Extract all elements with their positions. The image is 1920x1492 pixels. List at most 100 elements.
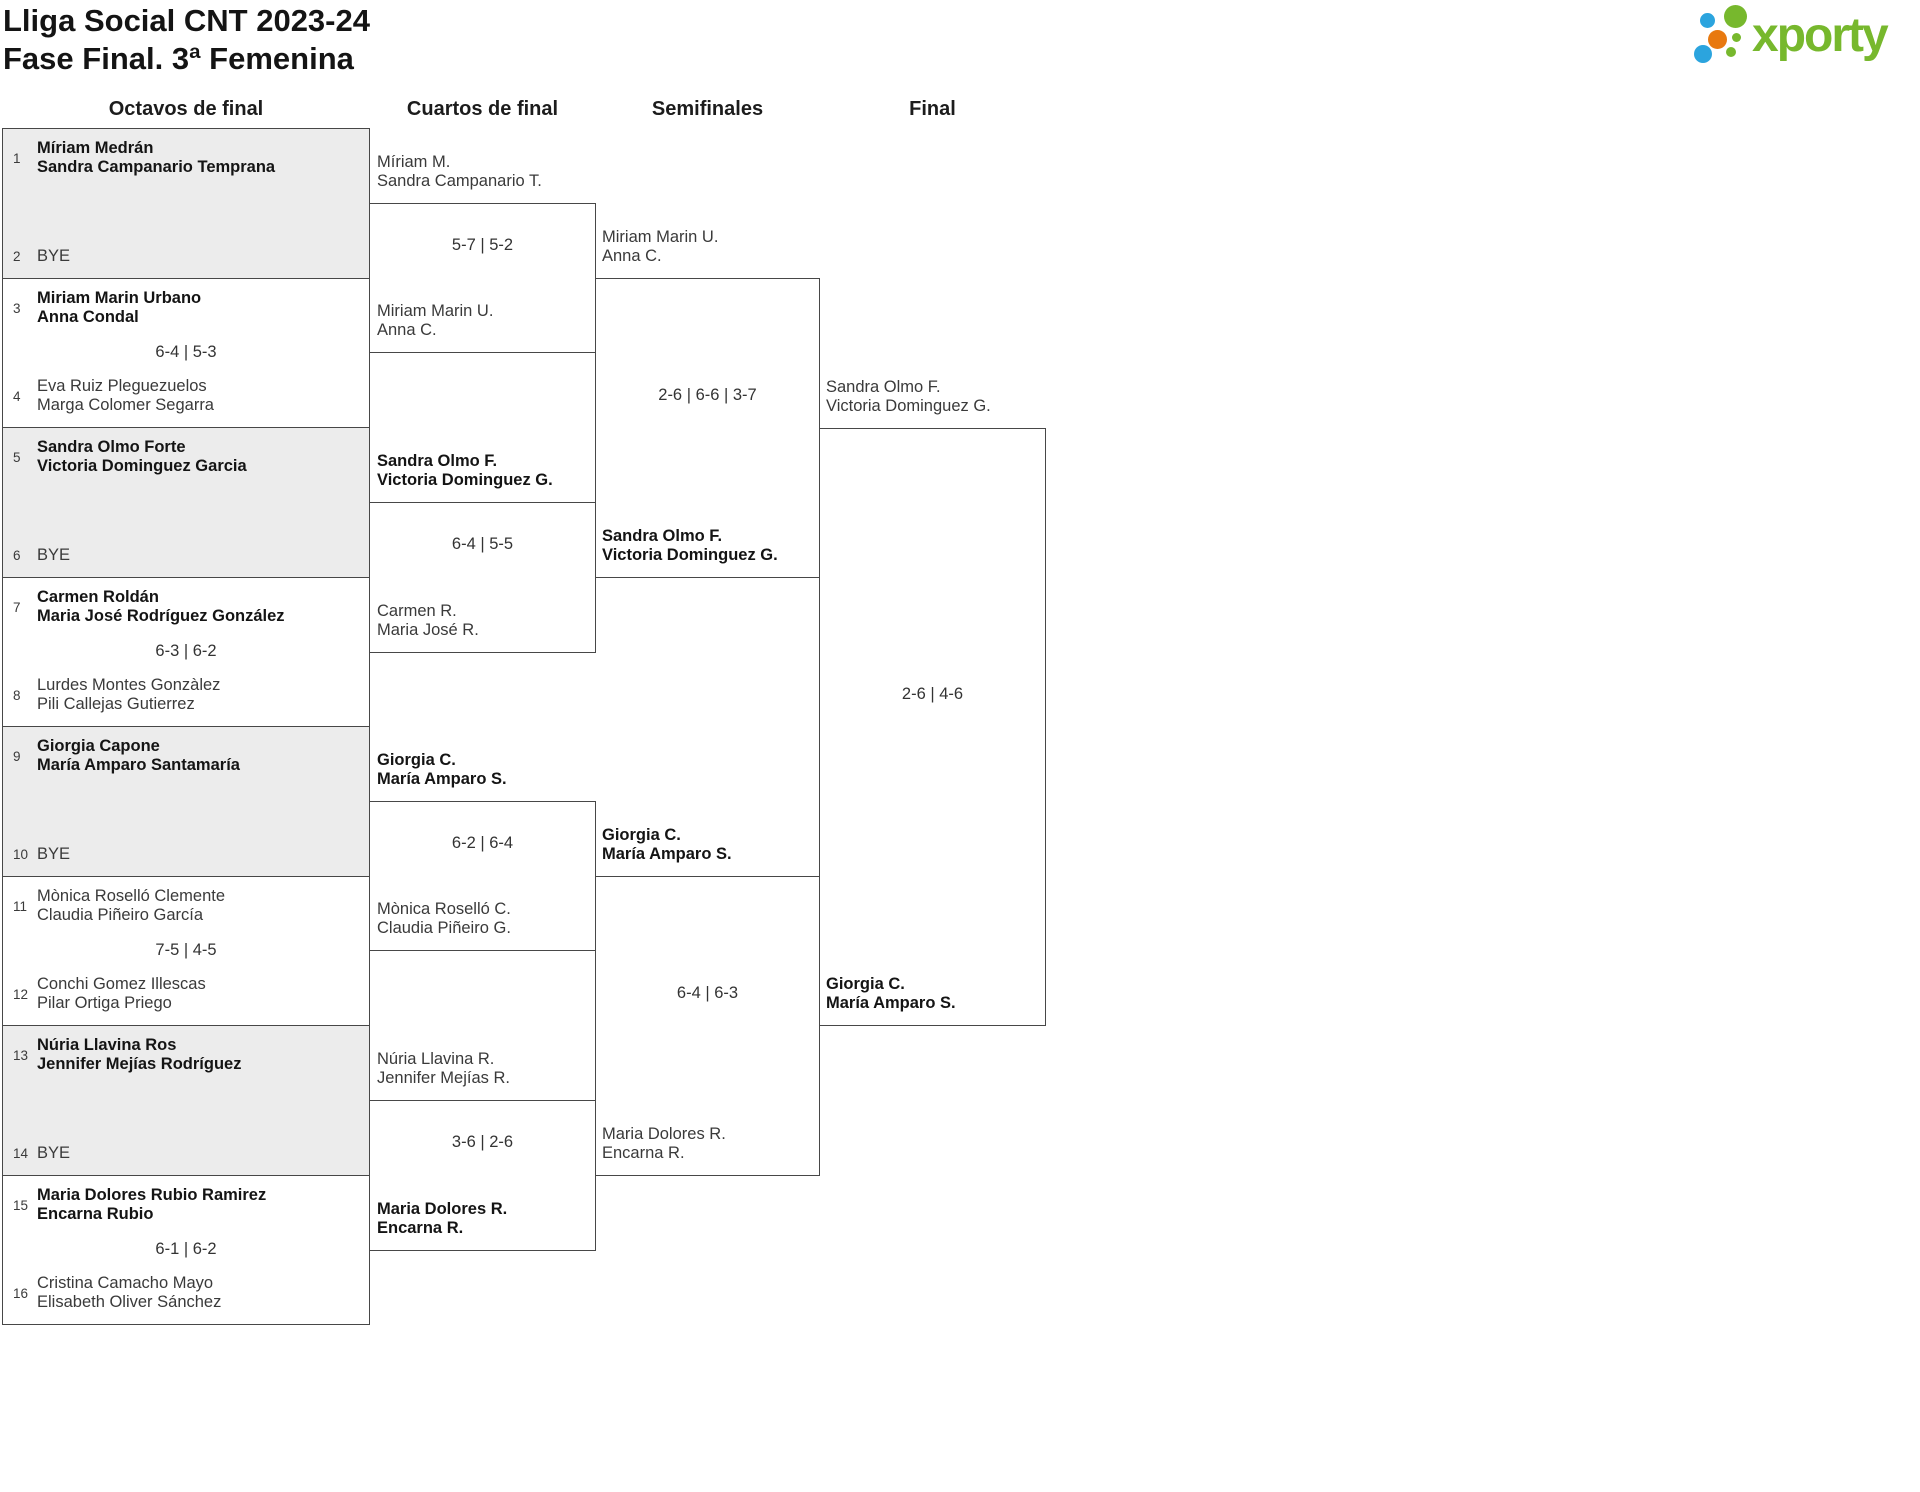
player-names: Cristina Camacho Mayo Elisabeth Oliver S… xyxy=(37,1274,221,1312)
player-name: Sandra Campanario T. xyxy=(377,172,542,190)
player-name: Giorgia C. xyxy=(602,826,681,844)
player-name: Anna C. xyxy=(377,321,437,339)
match-box-final xyxy=(819,428,1046,1026)
logo-dot-orange-icon xyxy=(1708,30,1727,49)
player-names: Giorgia Capone María Amparo Santamaría xyxy=(37,737,240,775)
seed-number: 16 xyxy=(13,1285,29,1301)
player-name: Victoria Dominguez G. xyxy=(826,397,991,415)
player-names: Núria Llavina Ros Jennifer Mejías Rodríg… xyxy=(37,1036,241,1074)
participant-pair: 15 Maria Dolores Rubio Ramirez Encarna R… xyxy=(9,1186,266,1224)
advancing-pair-label: Núria Llavina R. Jennifer Mejías R. xyxy=(377,1050,510,1088)
participant-pair: 1 Míriam Medrán Sandra Campanario Tempra… xyxy=(9,139,275,177)
advancing-pair-label: Maria Dolores R. Encarna R. xyxy=(377,1200,507,1238)
round-header-final: Final xyxy=(909,98,956,120)
logo-dot-green-tiny-icon xyxy=(1732,33,1741,42)
player-name: Carmen Roldán xyxy=(37,588,159,606)
participant-pair: 7 Carmen Roldán Maria José Rodríguez Gon… xyxy=(9,588,285,626)
bye-label: BYE xyxy=(37,247,71,265)
player-name: Victoria Dominguez G. xyxy=(602,546,778,564)
match-score: 2-6 | 4-6 xyxy=(901,685,964,703)
player-name: Sandra Campanario Temprana xyxy=(37,158,276,176)
player-name: Giorgia C. xyxy=(377,751,456,769)
player-name: María Amparo Santamaría xyxy=(37,756,240,774)
player-name: Miriam Marin U. xyxy=(602,228,719,246)
player-name: Anna C. xyxy=(602,247,662,265)
match-score: 5-7 | 5-2 xyxy=(451,236,514,254)
player-name: Eva Ruiz Pleguezuelos xyxy=(37,377,207,395)
player-names: BYE xyxy=(37,1144,70,1163)
player-name: Lurdes Montes Gonzàlez xyxy=(37,676,221,694)
match-score: 6-4 | 5-3 xyxy=(155,343,217,361)
logo-wordmark: xporty xyxy=(1752,9,1889,62)
advancing-pair-label: Míriam M. Sandra Campanario T. xyxy=(377,153,542,191)
player-name: Encarna R. xyxy=(377,1219,464,1237)
seed-number: 2 xyxy=(13,249,21,264)
match-score: 6-2 | 6-4 xyxy=(451,834,514,852)
player-name: Maria Dolores Rubio Ramirez xyxy=(37,1186,267,1204)
match-box-r16-5: 9 Giorgia Capone María Amparo Santamaría… xyxy=(2,726,370,877)
round-header-octavos: Octavos de final xyxy=(108,98,264,120)
player-name: Miriam Marin Urbano xyxy=(37,289,202,307)
seed-number: 7 xyxy=(13,599,21,615)
player-names: Miriam Marin Urbano Anna Condal xyxy=(37,289,201,327)
seed-number: 12 xyxy=(13,986,29,1002)
player-name: Pilar Ortiga Priego xyxy=(37,994,172,1012)
match-score: 6-3 | 6-2 xyxy=(155,642,217,660)
player-names: BYE xyxy=(37,247,70,266)
seed-number: 8 xyxy=(13,687,21,703)
tournament-title: Lliga Social CNT 2023-24 Fase Final. 3ª … xyxy=(3,2,370,78)
advancing-pair-label: Giorgia C. María Amparo S. xyxy=(602,826,732,864)
seed-number: 11 xyxy=(13,898,28,914)
player-name: Miriam Marin U. xyxy=(377,302,494,320)
participant-pair: 16 Cristina Camacho Mayo Elisabeth Olive… xyxy=(9,1274,221,1312)
player-names: BYE xyxy=(37,845,70,864)
player-name: Conchi Gomez Illescas xyxy=(37,975,206,993)
player-names: Mònica Roselló Clemente Claudia Piñeiro … xyxy=(37,887,225,925)
player-names: BYE xyxy=(37,546,70,565)
player-names: Eva Ruiz Pleguezuelos Marga Colomer Sega… xyxy=(37,377,214,415)
seed-number: 6 xyxy=(13,548,21,563)
seed-number: 14 xyxy=(13,1146,29,1161)
player-name: Mònica Roselló Clemente xyxy=(37,887,226,905)
participant-pair: 4 Eva Ruiz Pleguezuelos Marga Colomer Se… xyxy=(9,377,214,415)
player-name: María Amparo S. xyxy=(826,994,956,1012)
seed-number: 13 xyxy=(13,1047,29,1063)
match-box-r16-8: 15 Maria Dolores Rubio Ramirez Encarna R… xyxy=(2,1175,370,1325)
player-name: Giorgia Capone xyxy=(37,737,160,755)
participant-pair: 8 Lurdes Montes Gonzàlez Pili Callejas G… xyxy=(9,676,220,714)
advancing-pair-label: Giorgia C. María Amparo S. xyxy=(377,751,507,789)
match-score: 3-6 | 2-6 xyxy=(451,1133,514,1151)
participant-pair: 12 Conchi Gomez Illescas Pilar Ortiga Pr… xyxy=(9,975,206,1013)
player-name: Maria José Rodríguez González xyxy=(37,607,285,625)
player-names: Carmen Roldán Maria José Rodríguez Gonzá… xyxy=(37,588,285,626)
player-name: Núria Llavina Ros xyxy=(37,1036,177,1054)
match-score: 6-4 | 5-5 xyxy=(451,535,514,553)
player-name: Encarna Rubio xyxy=(37,1205,154,1223)
player-names: Sandra Olmo Forte Victoria Dominguez Gar… xyxy=(37,438,247,476)
bye-label: BYE xyxy=(37,546,71,564)
player-names: Maria Dolores Rubio Ramirez Encarna Rubi… xyxy=(37,1186,266,1224)
player-name: Mònica Roselló C. xyxy=(377,900,511,918)
player-name: Giorgia C. xyxy=(826,975,905,993)
round-header-cuartos: Cuartos de final xyxy=(406,98,559,120)
match-score: 7-5 | 4-5 xyxy=(155,941,217,959)
tournament-title-line2: Fase Final. 3ª Femenina xyxy=(3,41,354,76)
bye-label: BYE xyxy=(37,1144,71,1162)
logo-dot-green-small-icon xyxy=(1726,47,1736,57)
match-score: 6-4 | 6-3 xyxy=(676,984,739,1002)
player-name: Marga Colomer Segarra xyxy=(37,396,214,414)
player-name: Sandra Olmo F. xyxy=(602,527,723,545)
match-box-r16-1: 1 Míriam Medrán Sandra Campanario Tempra… xyxy=(2,128,370,279)
player-name: Sandra Olmo F. xyxy=(377,452,498,470)
player-name: Victoria Dominguez G. xyxy=(377,471,553,489)
player-name: Núria Llavina R. xyxy=(377,1050,495,1068)
player-name: Cristina Camacho Mayo xyxy=(37,1274,214,1292)
seed-number: 15 xyxy=(13,1197,29,1213)
round-header-semifinales: Semifinales xyxy=(651,98,764,120)
player-names: Míriam Medrán Sandra Campanario Temprana xyxy=(37,139,275,177)
advancing-pair-label: Maria Dolores R. Encarna R. xyxy=(602,1125,726,1163)
match-box-sf-2 xyxy=(595,876,820,1176)
logo-dot-blue-medium-icon xyxy=(1694,45,1712,63)
seed-number: 9 xyxy=(13,748,21,764)
player-name: Sandra Olmo F. xyxy=(826,378,941,396)
